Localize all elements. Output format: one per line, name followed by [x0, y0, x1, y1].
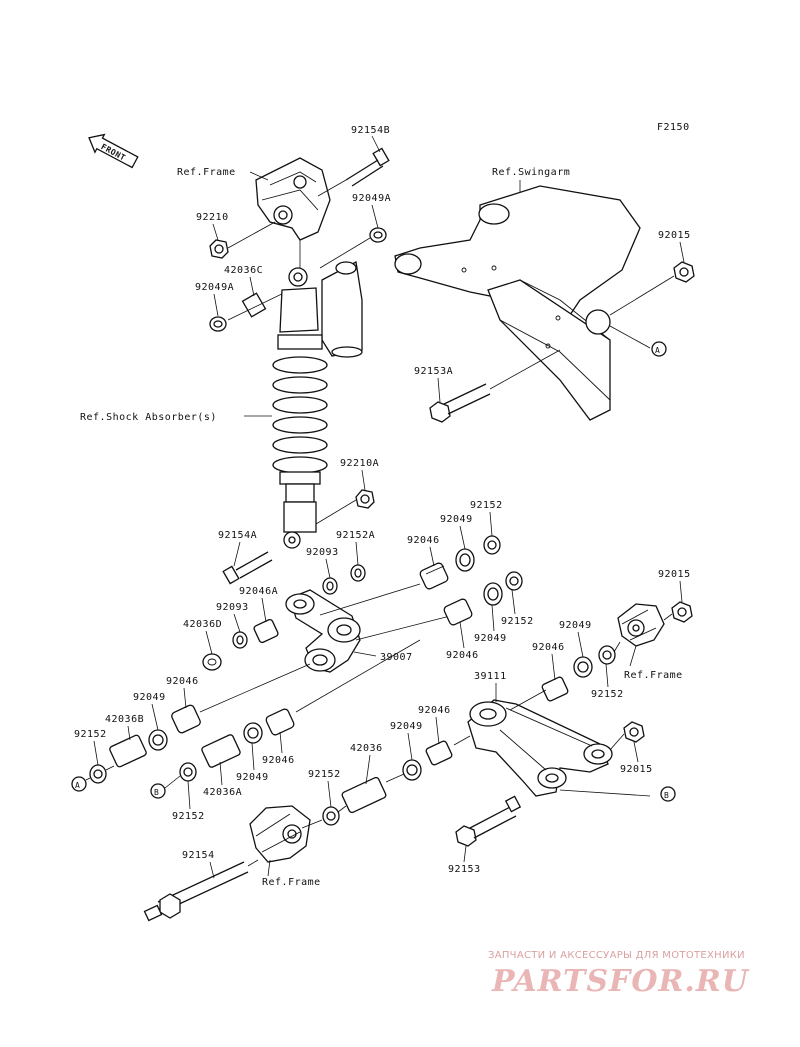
bolt-92153 [455, 795, 522, 847]
part-92015-top: 92015 [658, 230, 691, 241]
part-92152A: 92152A [336, 530, 375, 541]
part-92015-low: 92015 [620, 764, 653, 775]
watermark-logo: PARTSFOR.RU [492, 964, 749, 999]
callout-b-bottom-label: B [154, 788, 159, 797]
bolt-92154 [143, 859, 259, 922]
ref-frame-top: Ref.Frame [177, 167, 236, 178]
part-92152-left: 92152 [74, 729, 107, 740]
part-92093-b: 92093 [216, 602, 249, 613]
part-92152-right: 92152 [591, 689, 624, 700]
collar-42036C [241, 292, 267, 318]
ref-swingarm: Ref.Swingarm [492, 167, 570, 178]
part-92049-d: 92049 [390, 721, 423, 732]
swingarm [394, 185, 641, 421]
bearing-92046A [253, 618, 279, 644]
frame-bracket-bottom [249, 805, 311, 863]
watermark: ЗАПЧАСТИ И АКСЕССУАРЫ ДЛЯ МОТОТЕХНИКИ PA… [488, 950, 788, 1000]
part-92049A-left: 92049A [195, 282, 234, 293]
part-92049A-top: 92049A [352, 193, 391, 204]
shock-absorber [272, 260, 363, 549]
callout-a-top [651, 341, 667, 357]
part-92154A: 92154A [218, 530, 257, 541]
part-92093-a: 92093 [306, 547, 339, 558]
frame-bracket-top [255, 157, 331, 268]
part-92152-top: 92152 [470, 500, 503, 511]
part-92210A: 92210A [340, 458, 379, 469]
callout-b-right [660, 786, 676, 802]
ref-shock-absorber: Ref.Shock Absorber(s) [80, 412, 217, 423]
part-92049-top: 92049 [440, 514, 473, 525]
bearing-92046-a [419, 562, 449, 590]
part-92049-mid: 92049 [474, 633, 507, 644]
part-92153A: 92153A [414, 366, 453, 377]
watermark-caption: ЗАПЧАСТИ И АКСЕССУАРЫ ДЛЯ МОТОТЕХНИКИ [488, 950, 745, 961]
callout-a-bottom-label: A [75, 781, 80, 790]
bearing-92046-e [265, 708, 295, 736]
callout-b-bottom [150, 783, 166, 799]
collar-42036D [202, 653, 222, 671]
part-92046-lower: 92046 [166, 676, 199, 687]
ref-frame-right: Ref.Frame [624, 670, 683, 681]
rocker-arm-39111 [467, 699, 613, 797]
part-42036D: 42036D [183, 619, 222, 630]
bearing-92046-lower [171, 704, 201, 734]
nut-92210 [209, 239, 229, 259]
part-92154: 92154 [182, 850, 215, 861]
collar-42036B [109, 734, 147, 768]
front-arrow-icon: FRONT [88, 133, 139, 169]
part-92210: 92210 [196, 212, 229, 223]
part-42036: 42036 [350, 743, 383, 754]
frame-bracket-right [617, 603, 665, 647]
part-92046-b: 92046 [446, 650, 479, 661]
bearing-92046-b [443, 598, 473, 626]
bearing-92046-c [541, 676, 569, 702]
part-42036A: 42036A [203, 787, 242, 798]
part-39007: 39007 [380, 652, 413, 663]
bolt-92154A [222, 551, 273, 585]
part-92152-b: 92152 [172, 811, 205, 822]
collar-42036A [201, 734, 241, 768]
figure-code: F2150 [657, 122, 690, 133]
tie-rod-39007 [285, 589, 361, 673]
part-42036C: 42036C [224, 265, 263, 276]
part-39111: 39111 [474, 671, 507, 682]
part-92046A: 92046A [239, 586, 278, 597]
part-92046-c: 92046 [532, 642, 565, 653]
callout-a-top-label: A [655, 346, 660, 355]
part-92046-a: 92046 [407, 535, 440, 546]
ref-frame-bottom: Ref.Frame [262, 877, 321, 888]
part-92049-lower: 92049 [133, 692, 166, 703]
part-92153: 92153 [448, 864, 481, 875]
bearing-92046-d [425, 740, 453, 766]
part-92154B: 92154B [351, 125, 390, 136]
part-42036B: 42036B [105, 714, 144, 725]
part-92046-e: 92046 [262, 755, 295, 766]
part-92049-e: 92049 [236, 772, 269, 783]
part-92046-d: 92046 [418, 705, 451, 716]
callout-b-right-label: B [664, 791, 669, 800]
part-92049-right: 92049 [559, 620, 592, 631]
collar-42036 [341, 776, 387, 814]
part-92015-right: 92015 [658, 569, 691, 580]
callout-a-bottom [71, 776, 87, 792]
bolt-92153A [429, 349, 561, 423]
part-92152-c: 92152 [308, 769, 341, 780]
part-92152-mid: 92152 [501, 616, 534, 627]
bolt-92154B [317, 147, 390, 197]
